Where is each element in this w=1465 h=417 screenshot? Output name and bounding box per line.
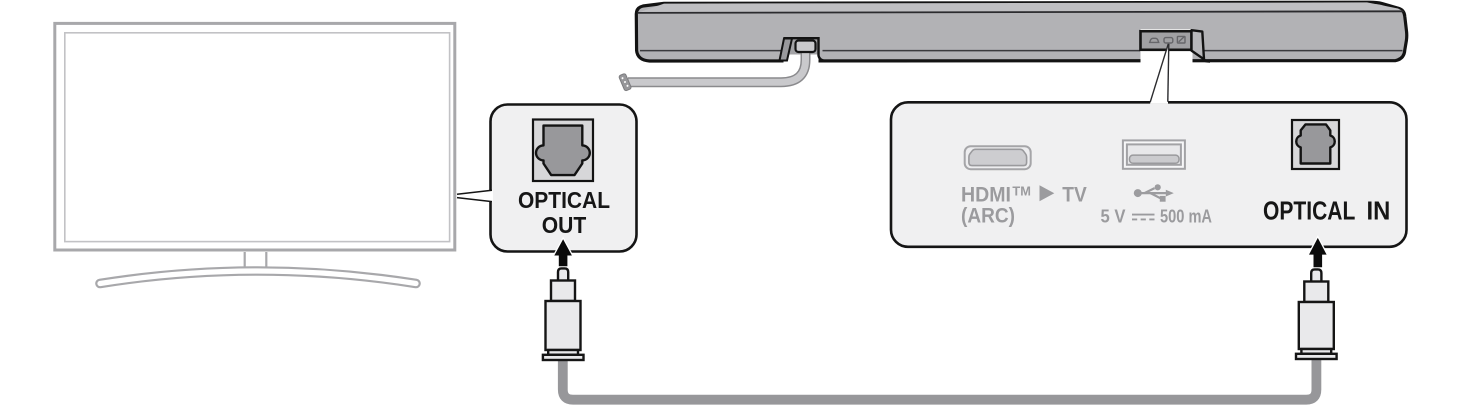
svg-text:OUT: OUT <box>542 212 587 238</box>
svg-text:TM: TM <box>1012 184 1031 199</box>
svg-text:OPTICAL: OPTICAL <box>1263 198 1355 226</box>
svg-text:OPTICAL: OPTICAL <box>518 187 610 213</box>
svg-text:5 V: 5 V <box>1101 206 1127 227</box>
svg-text:TV: TV <box>1062 184 1087 207</box>
svg-text:(ARC): (ARC) <box>961 205 1015 228</box>
svg-text:IN: IN <box>1367 198 1391 226</box>
svg-text:HDMI: HDMI <box>961 184 1011 207</box>
svg-text:500 mA: 500 mA <box>1160 206 1212 227</box>
